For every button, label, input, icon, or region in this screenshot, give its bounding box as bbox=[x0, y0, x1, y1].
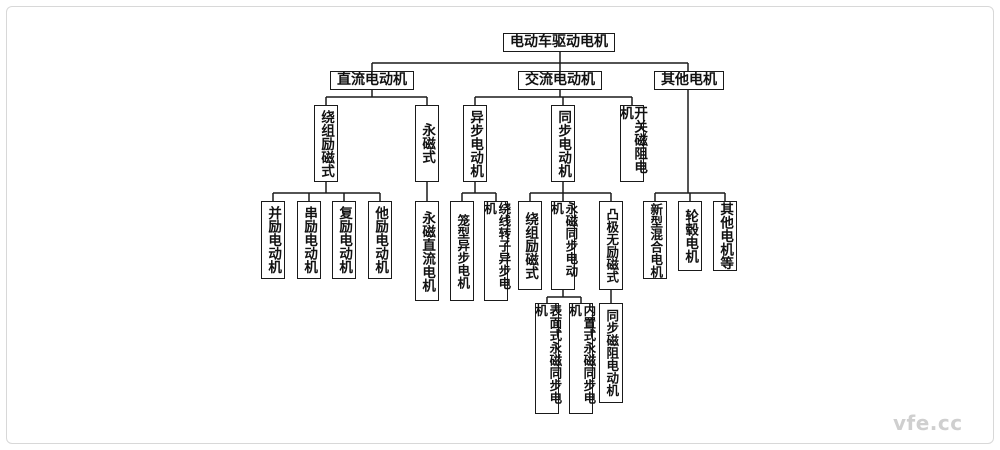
hybrid-motor-label: 新型混合电机 bbox=[648, 202, 664, 278]
hub-motor-label: 轮毂电机 bbox=[682, 209, 699, 263]
interior-pm-sync-label: 内置式永磁同步电机 bbox=[567, 304, 597, 404]
wound-rotor-node: 绕线转子异步电机 bbox=[482, 201, 512, 301]
srm-motor-label: 开关磁阻电机 bbox=[617, 106, 648, 174]
other-motors-etc-label: 其他电机等 bbox=[717, 202, 734, 270]
dc-permanent-magnet-label: 永磁式 bbox=[419, 123, 436, 164]
dc-motor-label: 直流电动机 bbox=[337, 72, 407, 89]
pm-sync-motor-node: 永磁同步电动机 bbox=[549, 201, 579, 290]
dc-motor-node: 直流电动机 bbox=[330, 71, 414, 90]
separately-excited-motor-label: 他励电动机 bbox=[372, 206, 389, 274]
shunt-motor-node: 并励电动机 bbox=[261, 201, 285, 279]
wound-rotor-label: 绕线转子异步电机 bbox=[482, 202, 512, 290]
squirrel-cage-label: 笼型异步电机 bbox=[455, 213, 471, 289]
root-node: 电动车驱动电机 bbox=[503, 33, 615, 52]
salient-pole-node: 凸极无励磁式 bbox=[599, 201, 623, 290]
dc-permanent-magnet-node: 永磁式 bbox=[415, 105, 439, 182]
other-motor-node: 其他电机 bbox=[654, 71, 724, 90]
pm-dc-motor-label: 永磁直流电机 bbox=[419, 210, 436, 292]
surface-pm-sync-label: 表面式永磁同步电机 bbox=[533, 304, 563, 404]
series-motor-label: 串励电动机 bbox=[301, 206, 318, 274]
sync-reluctance-node: 同步磁阻电动机 bbox=[599, 303, 623, 403]
other-motor-label: 其他电机 bbox=[661, 72, 717, 89]
compound-motor-label: 复励电动机 bbox=[336, 206, 353, 274]
sync-wound-field-label: 绕组励磁式 bbox=[522, 211, 539, 280]
ac-motor-node: 交流电动机 bbox=[518, 71, 602, 90]
dc-wound-field-node: 绕组励磁式 bbox=[314, 105, 338, 182]
async-motor-node: 异步电动机 bbox=[463, 105, 487, 182]
pm-dc-motor-node: 永磁直流电机 bbox=[415, 201, 439, 301]
pm-sync-motor-label: 永磁同步电动机 bbox=[549, 202, 579, 277]
separately-excited-motor-node: 他励电动机 bbox=[368, 201, 392, 279]
sync-wound-field-node: 绕组励磁式 bbox=[518, 201, 542, 290]
ac-motor-label: 交流电动机 bbox=[525, 72, 595, 89]
hybrid-motor-node: 新型混合电机 bbox=[643, 201, 667, 279]
series-motor-node: 串励电动机 bbox=[297, 201, 321, 279]
salient-pole-label: 凸极无励磁式 bbox=[604, 208, 620, 283]
other-motors-etc-node: 其他电机等 bbox=[713, 201, 737, 271]
sync-motor-node: 同步电动机 bbox=[551, 105, 575, 182]
sync-motor-label: 同步电动机 bbox=[555, 109, 572, 178]
sync-reluctance-label: 同步磁阻电动机 bbox=[604, 309, 620, 397]
surface-pm-sync-node: 表面式永磁同步电机 bbox=[533, 303, 563, 414]
squirrel-cage-node: 笼型异步电机 bbox=[450, 201, 474, 301]
watermark: vfe.cc bbox=[893, 411, 963, 435]
async-motor-label: 异步电动机 bbox=[467, 109, 484, 178]
shunt-motor-label: 并励电动机 bbox=[265, 206, 282, 274]
hub-motor-node: 轮毂电机 bbox=[678, 201, 702, 271]
interior-pm-sync-node: 内置式永磁同步电机 bbox=[567, 303, 597, 414]
root-label: 电动车驱动电机 bbox=[510, 34, 608, 51]
compound-motor-node: 复励电动机 bbox=[332, 201, 356, 279]
srm-motor-node: 开关磁阻电机 bbox=[617, 105, 648, 182]
dc-wound-field-label: 绕组励磁式 bbox=[318, 109, 335, 178]
